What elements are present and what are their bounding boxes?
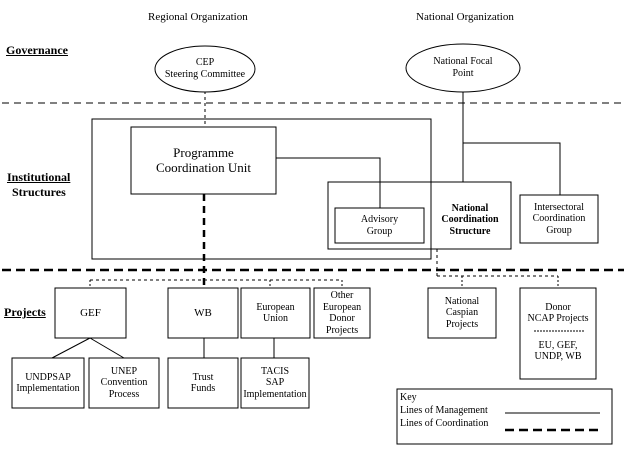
national-structure-frame (327, 181, 512, 250)
gef-rect (54, 287, 127, 339)
nfp-ellipse (405, 43, 521, 93)
national-org-header: National Organization (416, 11, 514, 23)
eu-rect (240, 287, 311, 339)
regional-structure-frame (91, 118, 432, 260)
key-rect (396, 388, 613, 445)
governance-label: Governance (6, 43, 68, 57)
unep-rect (88, 357, 160, 409)
tacis-rect (240, 357, 310, 409)
pcu-rect (130, 126, 277, 195)
gef-box: GEF (80, 306, 101, 319)
line-gef-undp (51, 337, 91, 359)
projects-label: Projects (4, 305, 46, 319)
regional-org-header: Regional Organization (148, 11, 248, 23)
advisory-rect (334, 207, 425, 244)
wb-rect (167, 287, 239, 339)
line-nfp-intersectoral (463, 142, 561, 195)
cep-ellipse (154, 45, 256, 93)
key-coordination-label: Lines of Coordination (400, 418, 489, 429)
trust-rect (167, 357, 239, 409)
donor-ncap-rect (519, 287, 597, 380)
institutional-label-1: Institutional (7, 170, 71, 184)
key-management-label: Lines of Management (400, 405, 488, 416)
wb-box: WB (194, 306, 212, 319)
line-pcu-advisory (276, 157, 381, 208)
donor-ncap-funders: EU, GEF,UNDP, WB (534, 339, 582, 363)
other-rect (313, 287, 371, 339)
institutional-label-2: Structures (12, 185, 66, 199)
undp-rect (11, 357, 85, 409)
line-gef-unep (89, 337, 125, 359)
key-title: Key (400, 392, 417, 403)
caspian-rect (427, 287, 497, 339)
intersectoral-rect (519, 194, 599, 244)
